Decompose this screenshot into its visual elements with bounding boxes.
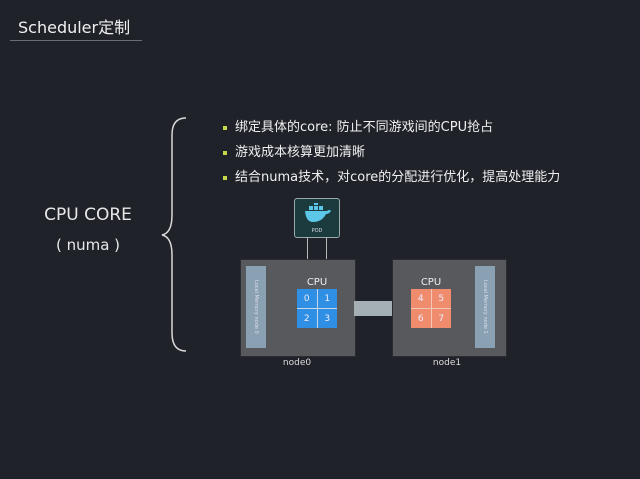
local-memory-node1: Local Memory node 1: [475, 266, 495, 348]
cpu-core-label: CPU CORE: [44, 205, 132, 225]
core: 5: [431, 289, 451, 308]
interconnect: [354, 301, 393, 316]
node1-label: node1: [432, 358, 462, 368]
cpu-grid-node1: 4 5 6 7: [411, 289, 451, 328]
bullet-item: 结合numa技术，对core的分配进行优化，提高处理能力: [223, 166, 560, 185]
title-underline: [10, 40, 142, 41]
core: 3: [317, 309, 337, 328]
bullet-item: 绑定具体的core: 防止不同游戏间的CPU抢占: [223, 116, 493, 135]
node0-label: node0: [282, 358, 312, 368]
core: 0: [297, 289, 317, 308]
core: 4: [411, 289, 431, 308]
cpu-label: CPU: [420, 277, 442, 288]
cpu-label: CPU: [306, 277, 328, 288]
brace: [161, 117, 187, 352]
slide-title: Scheduler定制: [18, 18, 131, 37]
cpu-grid-node0: 0 1 2 3: [297, 289, 337, 328]
bullet-dot: [223, 125, 227, 130]
docker-whale-icon: [305, 203, 331, 222]
core: 6: [411, 309, 431, 328]
bullet-dot: [223, 175, 227, 180]
numa-label: ( numa ): [55, 236, 121, 254]
core: 1: [317, 289, 337, 308]
pod-box: POD: [294, 198, 340, 238]
local-memory-node0: Local Memory node 0: [246, 266, 266, 348]
core: 7: [431, 309, 451, 328]
pod-label: POD: [311, 228, 323, 234]
bullet-dot: [223, 150, 227, 155]
bullet-item: 游戏成本核算更加清晰: [223, 141, 365, 160]
core: 2: [297, 309, 317, 328]
